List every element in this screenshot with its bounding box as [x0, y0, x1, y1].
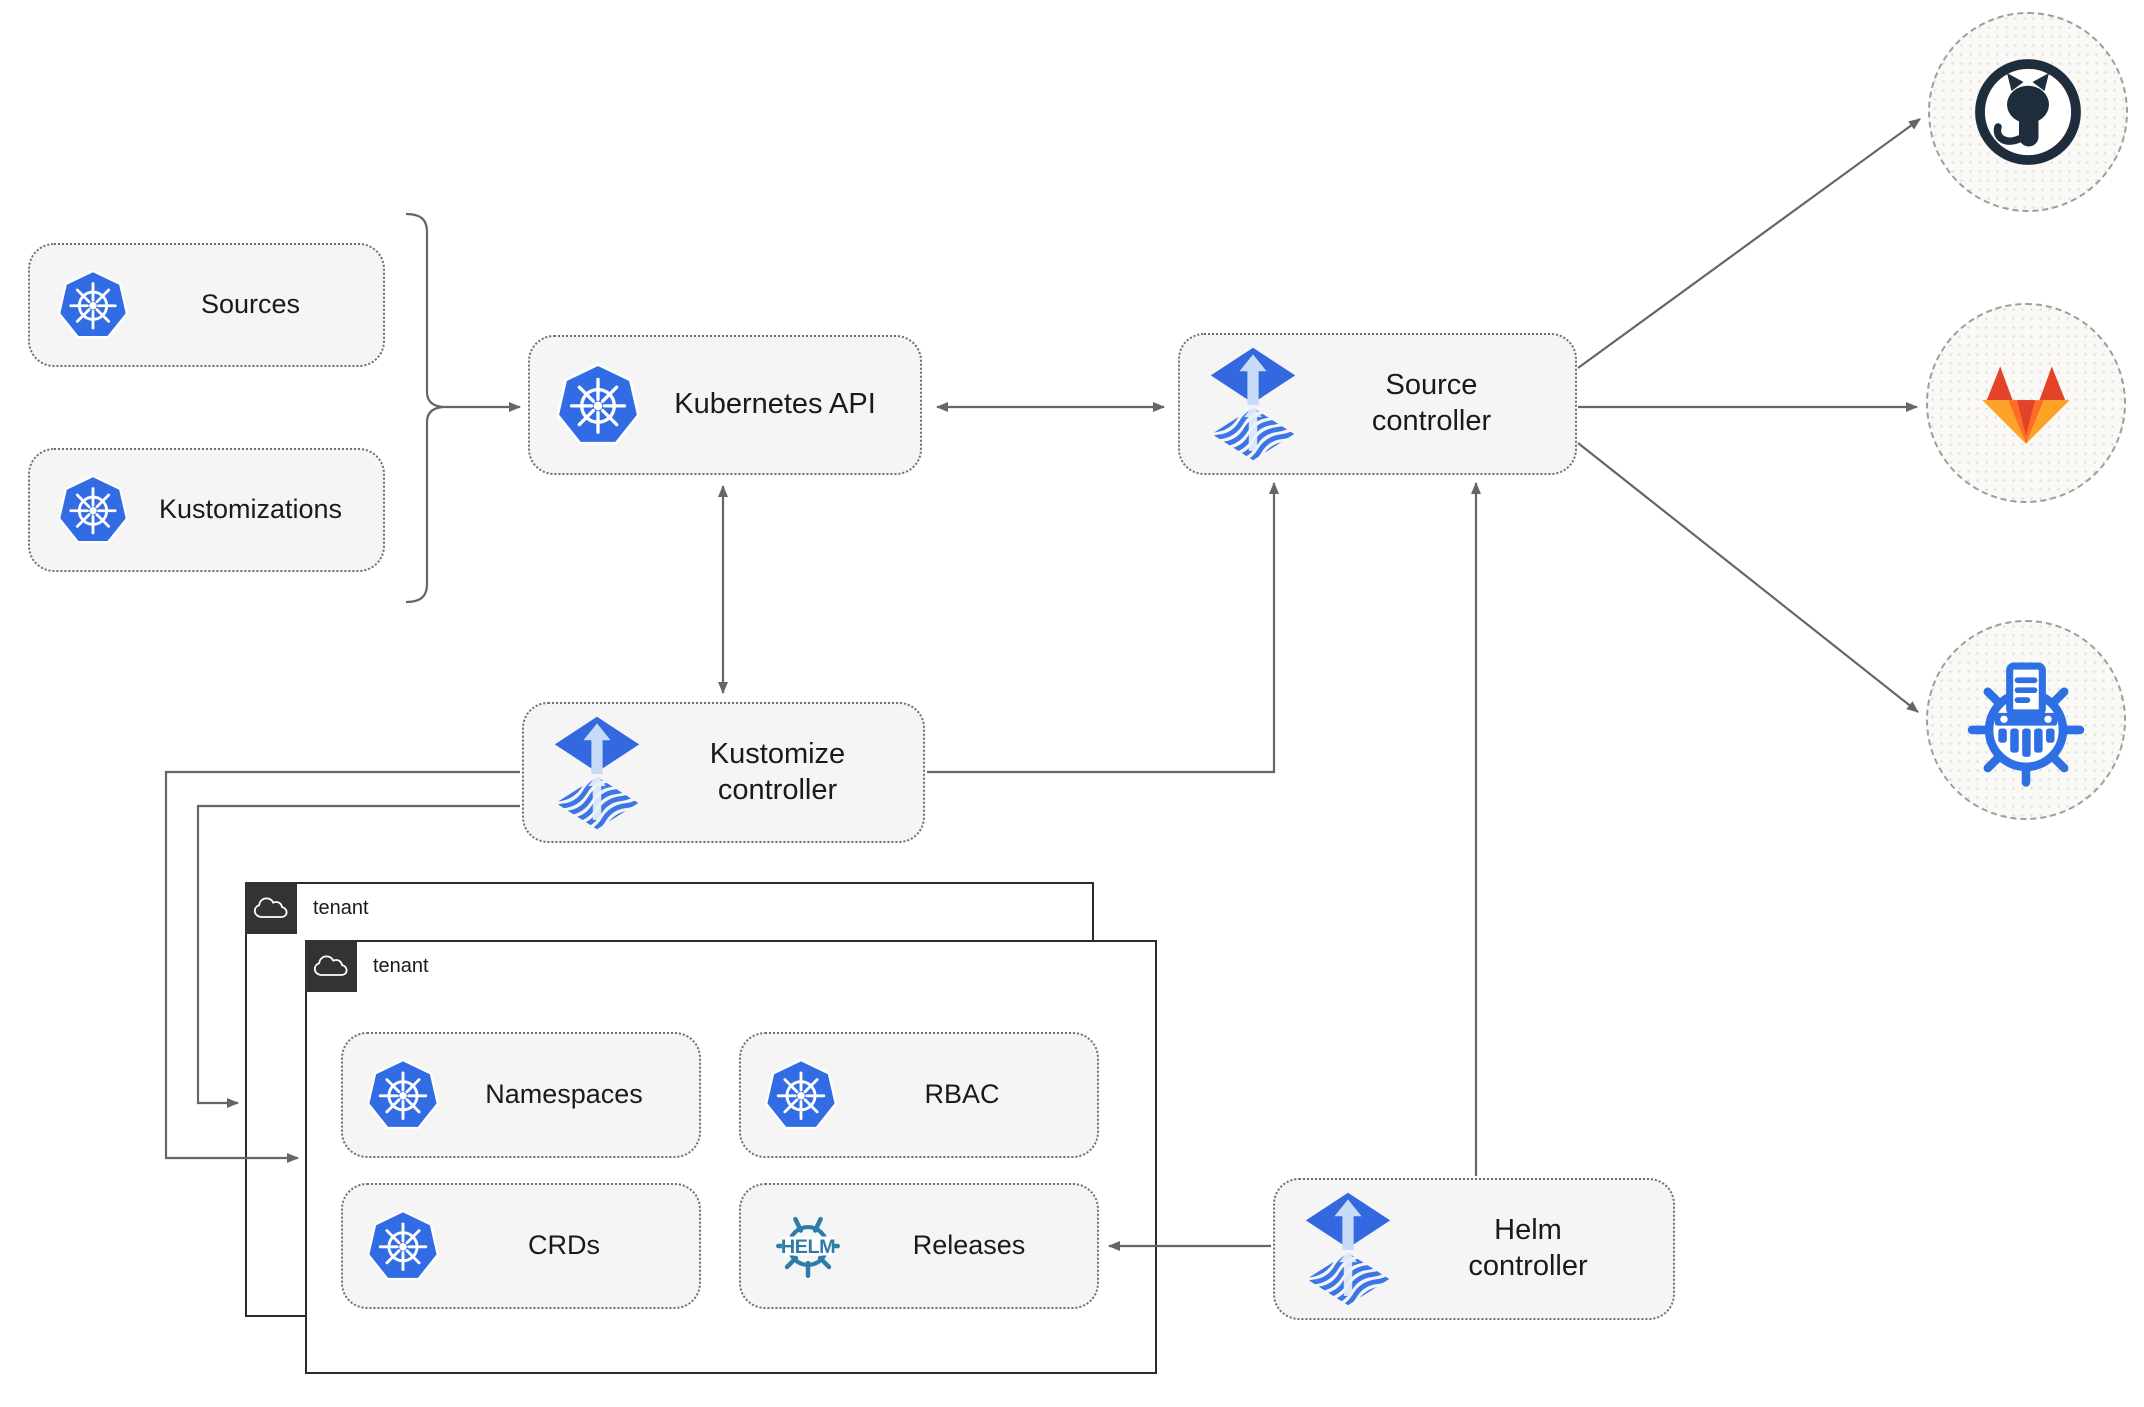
gitlab-icon	[1970, 353, 2082, 454]
node-label: Helm controller	[1468, 1214, 1588, 1282]
flux-icon	[1206, 344, 1300, 464]
node-kustomizations: Kustomizations	[28, 448, 385, 572]
remote-container-registry	[1926, 620, 2126, 820]
node-label: Kubernetes API	[674, 388, 876, 421]
node-label: Namespaces	[485, 1079, 643, 1110]
node-helm-controller: Helm controller	[1273, 1178, 1675, 1320]
node-label: Kustomize controller	[709, 737, 846, 806]
edge-kustomize-source	[927, 482, 1279, 774]
node-kustomize-controller: Kustomize controller	[522, 702, 925, 843]
flux-icon	[1301, 1189, 1395, 1309]
node-source-controller: Source controller	[1178, 333, 1577, 475]
remote-github	[1928, 12, 2128, 212]
node-label: Sources	[200, 289, 301, 320]
node-crds: CRDs	[341, 1183, 701, 1309]
edge-brace	[405, 212, 444, 604]
edge-source-registry	[1577, 442, 1919, 713]
github-icon	[1953, 37, 2103, 187]
kubernetes-icon	[554, 361, 642, 449]
container-registry-icon	[1955, 649, 2097, 791]
helm-icon	[763, 1201, 853, 1291]
kubernetes-icon	[365, 1057, 441, 1133]
node-kubernetes-api: Kubernetes API	[528, 335, 922, 475]
node-label: RBAC	[924, 1079, 1000, 1110]
node-label: CRDs	[528, 1230, 600, 1261]
flux-icon	[550, 713, 644, 833]
node-rbac: RBAC	[739, 1032, 1099, 1158]
node-sources: Sources	[28, 243, 385, 367]
cloud-icon	[245, 882, 297, 934]
tenant-label: tenant	[373, 954, 429, 977]
node-label: Kustomizations	[158, 494, 343, 525]
node-label: Source controller	[1371, 369, 1492, 437]
edge-source-github	[1577, 118, 1921, 369]
node-releases: Releases	[739, 1183, 1099, 1309]
cloud-icon	[305, 940, 357, 992]
kubernetes-icon	[365, 1208, 441, 1284]
node-label: Releases	[912, 1230, 1026, 1261]
kubernetes-icon	[56, 268, 130, 342]
remote-gitlab	[1926, 303, 2126, 503]
kubernetes-icon	[56, 473, 130, 547]
tenant-label: tenant	[313, 896, 369, 919]
kubernetes-icon	[763, 1057, 839, 1133]
node-namespaces: Namespaces	[341, 1032, 701, 1158]
